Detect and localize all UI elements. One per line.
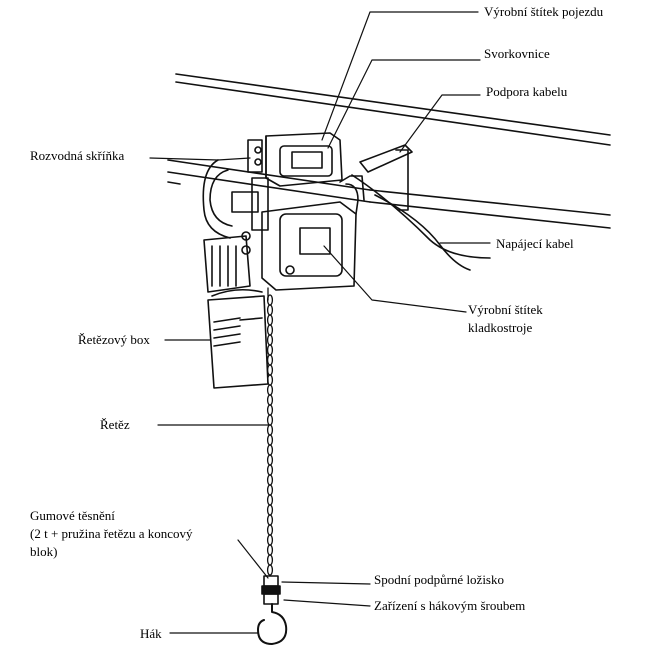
power-cable [351, 174, 491, 259]
label-hook: Hák [140, 626, 162, 641]
junction-box [202, 159, 269, 255]
label-junction-box: Rozvodná skříňka [30, 148, 125, 163]
label-cable-support: Podpora kabelu [486, 84, 568, 99]
label-terminal-block: Svorkovnice [484, 46, 550, 61]
chain [266, 287, 274, 576]
label-chain-box: Řetězový box [78, 332, 150, 347]
label-chain: Řetěz [100, 417, 130, 432]
label-hoist-nameplate-line2: kladkostroje [468, 320, 533, 335]
hook [257, 603, 288, 645]
leader-lines [149, 11, 491, 634]
label-hoist-nameplate-line1: Výrobní štítek [468, 302, 543, 317]
label-travel-nameplate: Výrobní štítek pojezdu [484, 4, 604, 19]
hoist-body [261, 175, 365, 291]
label-power-cable: Napájecí kabel [496, 236, 574, 251]
hook-block [261, 575, 281, 605]
motor-cover [203, 235, 251, 293]
label-rubber-seal-line3: blok) [30, 544, 58, 559]
rail-beam [167, 73, 611, 229]
label-rubber-seal-line2: (2 t + pružina řetězu a koncový [30, 526, 193, 541]
chain-box [207, 288, 269, 389]
label-bottom-bearing: Spodní podpůrné ložisko [374, 572, 504, 587]
label-rubber-seal-line1: Gumové těsnění [30, 508, 115, 523]
label-hook-bolt-device: Zařízení s hákovým šroubem [374, 598, 526, 613]
